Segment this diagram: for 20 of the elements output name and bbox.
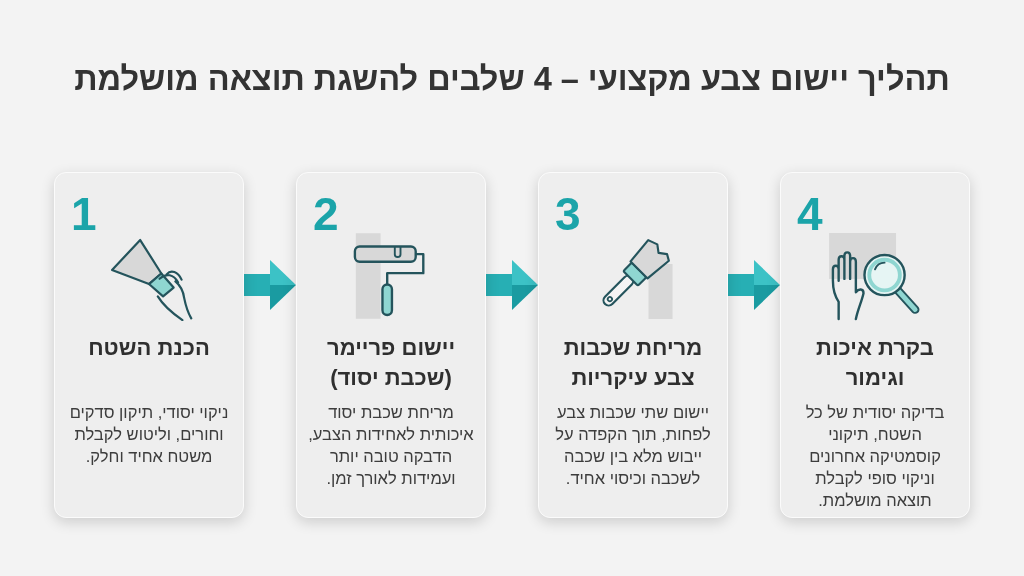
step-description: בדיקה יסודית של כל השטח, תיקוני קוסמטיקה אחרונים וניקוי סופי לקבלת תוצאה מושלמת. — [804, 402, 946, 511]
step-description: מריחת שכבת יסוד איכותית לאחידות הצבע, הדבקה טובה יותר ועמידות לאורך זמן. — [307, 402, 475, 489]
step-title: הכנת השטח — [88, 334, 210, 362]
arrow — [728, 260, 780, 310]
step-number: 1 — [71, 191, 97, 237]
step-description: יישום שתי שכבות צבע לפחות, תוך הקפדה על ייבוש מלא בין שכבה לשכבה וכיסוי אחיד. — [554, 402, 712, 489]
step-card — [780, 172, 970, 518]
step-title: בקרת איכות וגימור — [815, 334, 935, 392]
step-number: 2 — [313, 191, 339, 237]
step-number: 4 — [797, 191, 823, 237]
step-number: 3 — [555, 191, 581, 237]
step-title: יישום פריימר (שכבת יסוד) — [325, 334, 457, 392]
arrow — [244, 260, 296, 310]
step-title: מריחת שכבות צבע עיקריות — [562, 334, 704, 392]
title: תהליך יישום צבע מקצועי – 4 שלבים להשגת תוצאה מושלמת — [74, 60, 950, 99]
step-description: ניקוי יסודי, תיקון סדקים וחורים, וליטוש לקבלת משטח אחיד וחלק. — [68, 402, 230, 467]
step-card — [538, 172, 728, 518]
step-card — [296, 172, 486, 518]
arrow — [486, 260, 538, 310]
step-card — [54, 172, 244, 518]
